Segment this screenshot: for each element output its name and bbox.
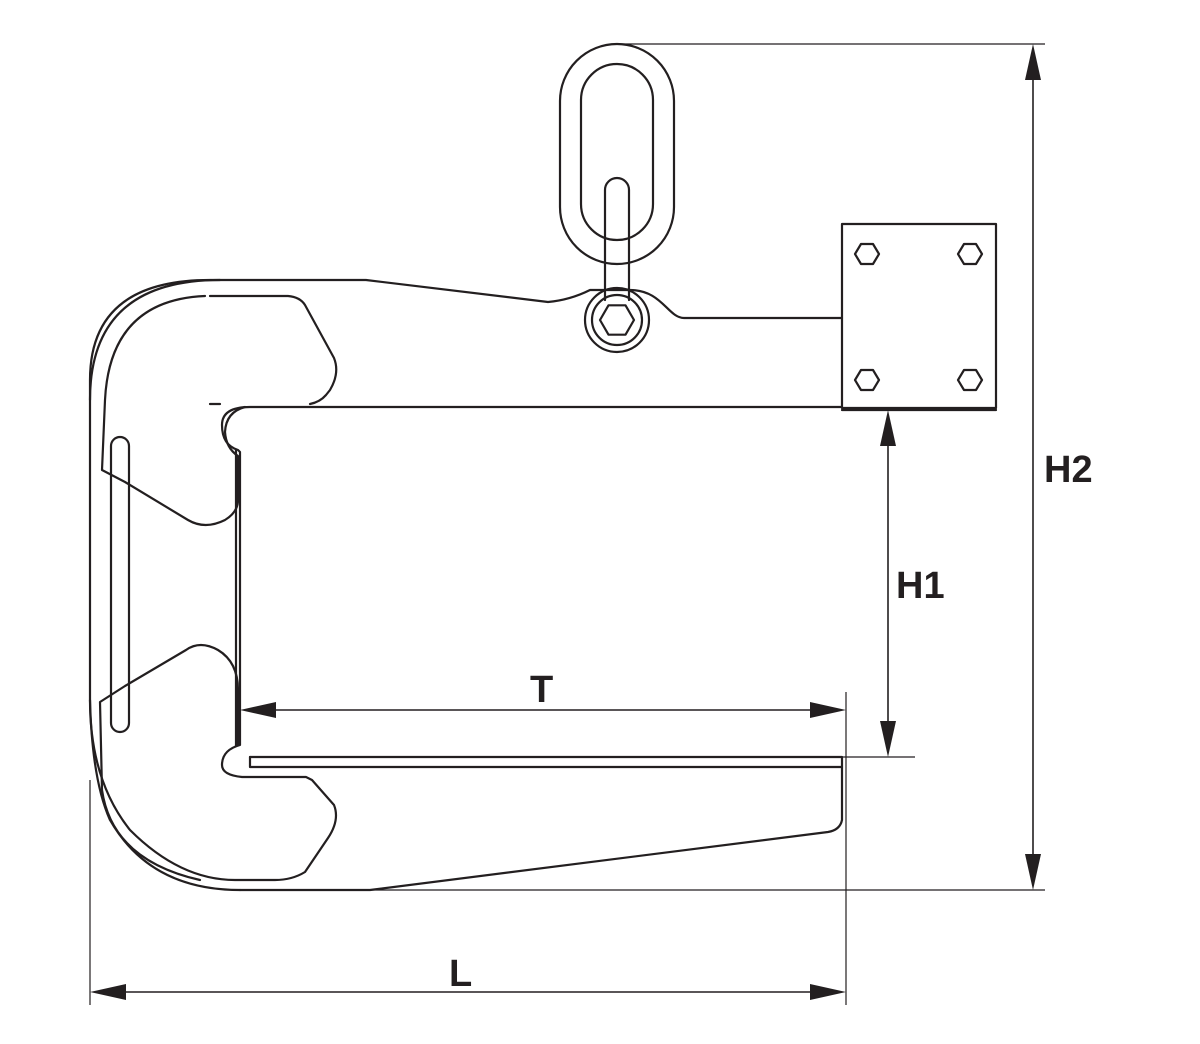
lifting-ring <box>558 42 676 266</box>
extension-lines <box>89 43 1045 1005</box>
bolt-hex-bottom-right <box>956 368 984 392</box>
bolt-hex-top-left <box>853 242 881 266</box>
clamp-body <box>88 278 844 892</box>
label-l: L <box>449 953 472 995</box>
label-h1: H1 <box>896 565 945 607</box>
dimension-t: T <box>240 669 846 718</box>
dimension-l: L <box>90 953 846 1000</box>
bolt-hex-bottom-left <box>853 368 881 392</box>
side-slot <box>109 435 131 734</box>
label-h2: H2 <box>1044 449 1093 491</box>
mounting-plate <box>840 222 998 412</box>
ring-link <box>603 176 631 302</box>
bolt-hex-top-right <box>956 242 984 266</box>
dimension-h2: H2 <box>1025 44 1093 890</box>
dimension-h1: H1 <box>880 410 945 757</box>
label-t: T <box>530 669 553 711</box>
